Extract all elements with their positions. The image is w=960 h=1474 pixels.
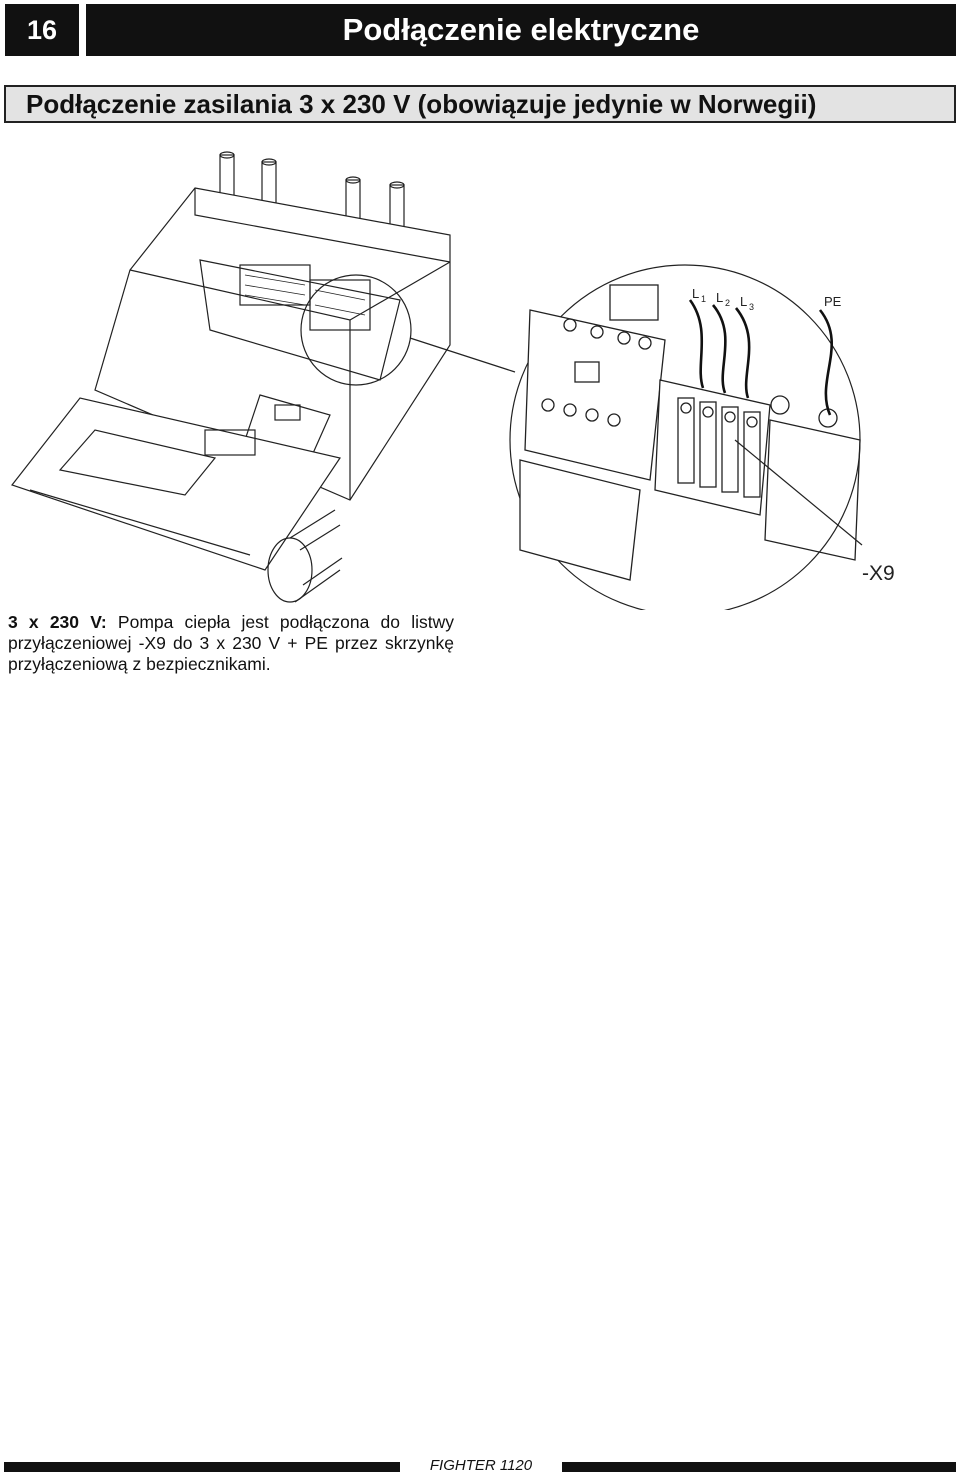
page-number-badge: 16	[5, 4, 79, 56]
terminal-block-x9	[654, 379, 861, 561]
page-number: 16	[26, 14, 58, 45]
footer-model: FIGHTER 1120	[429, 1457, 533, 1474]
wiring-diagram: L 1 L 2 L 3 PE -X9	[11, 151, 895, 610]
heater-illustration	[267, 509, 343, 603]
label-l3: L	[740, 294, 747, 309]
footer-bar-left	[4, 1462, 400, 1472]
section-title: Podłączenie zasilania 3 x 230 V (obowiąz…	[26, 88, 817, 119]
label-l3-sub: 3	[749, 302, 754, 312]
footer-bar-right	[562, 1462, 956, 1472]
contactor-detail	[519, 284, 666, 581]
zoom-marker	[300, 274, 412, 386]
section-title-box: Podłączenie zasilania 3 x 230 V (obowiąz…	[4, 85, 956, 123]
door-panel-illustration	[11, 397, 341, 571]
supply-wires	[688, 299, 834, 416]
label-l1: L	[692, 286, 699, 301]
label-l2: L	[716, 290, 723, 305]
wiring-figure: L 1 L 2 L 3 PE -X9	[0, 140, 960, 610]
label-pe: PE	[824, 294, 842, 309]
description-lead: 3 x 230 V:	[8, 612, 107, 632]
zoom-leader-line	[409, 337, 516, 373]
label-l1-sub: 1	[701, 294, 706, 304]
x9-leader-line	[734, 439, 863, 546]
chapter-header: Podłączenie elektryczne	[86, 4, 956, 56]
description-text: Pompa ciepła jest podłączona do listwy p…	[8, 612, 454, 674]
description-paragraph: 3 x 230 V: Pompa ciepła jest podłączona …	[8, 612, 454, 675]
label-l2-sub: 2	[725, 298, 730, 308]
label-terminal-x9: -X9	[862, 562, 895, 585]
chapter-title: Podłączenie elektryczne	[342, 12, 700, 47]
